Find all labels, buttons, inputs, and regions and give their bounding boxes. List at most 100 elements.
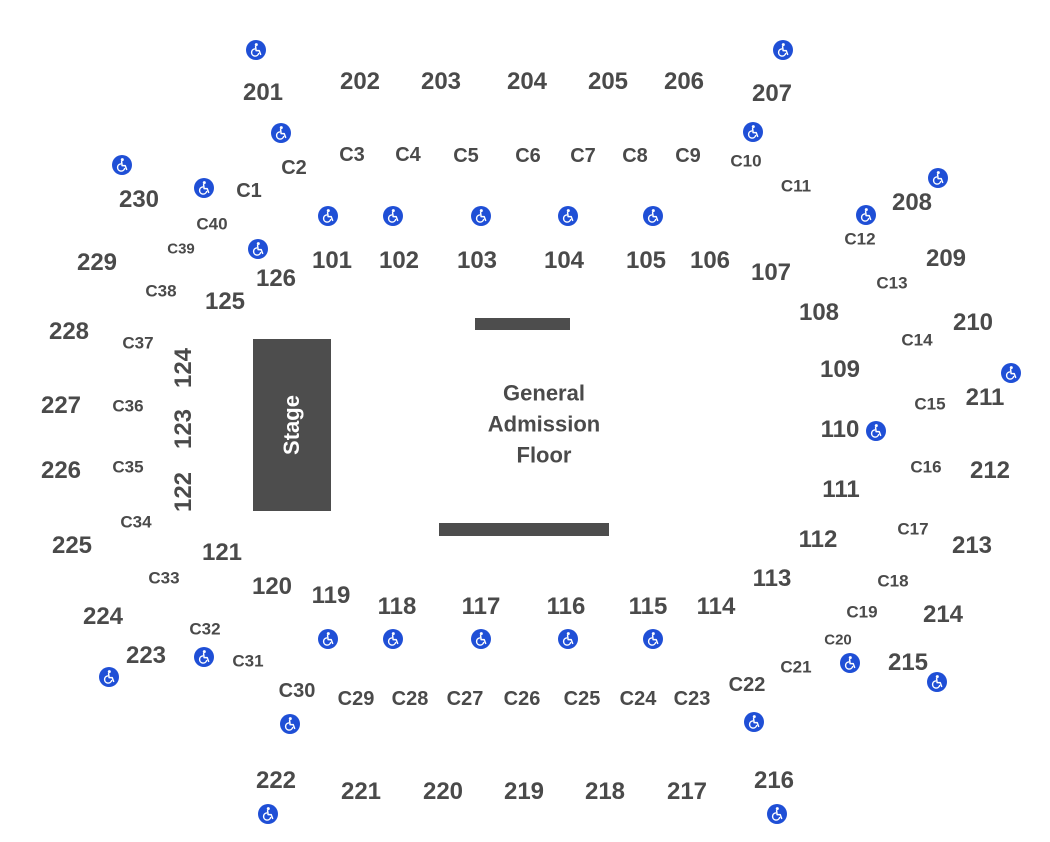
section-205[interactable]: 205 xyxy=(587,68,629,95)
section-115[interactable]: 115 xyxy=(628,593,668,620)
section-207[interactable]: 207 xyxy=(751,80,793,107)
section-c20[interactable]: C20 xyxy=(824,631,852,649)
section-210[interactable]: 210 xyxy=(952,309,994,336)
section-224[interactable]: 224 xyxy=(82,603,124,630)
section-125[interactable]: 125 xyxy=(204,288,246,315)
section-107[interactable]: 107 xyxy=(750,259,792,286)
wheelchair-icon xyxy=(246,40,266,60)
section-101[interactable]: 101 xyxy=(311,247,353,274)
section-c6[interactable]: C6 xyxy=(515,145,541,167)
section-c29[interactable]: C29 xyxy=(337,688,375,710)
section-215[interactable]: 215 xyxy=(887,649,929,676)
section-104[interactable]: 104 xyxy=(543,247,585,274)
section-206[interactable]: 206 xyxy=(663,68,705,95)
section-c11[interactable]: C11 xyxy=(780,176,812,196)
section-106[interactable]: 106 xyxy=(689,247,731,274)
section-112[interactable]: 112 xyxy=(798,526,838,553)
section-c18[interactable]: C18 xyxy=(877,571,909,591)
section-201[interactable]: 201 xyxy=(242,79,284,106)
section-c16[interactable]: C16 xyxy=(910,457,942,477)
section-c2[interactable]: C2 xyxy=(281,157,307,179)
section-c5[interactable]: C5 xyxy=(453,145,479,167)
section-c8[interactable]: C8 xyxy=(622,145,648,167)
section-c35[interactable]: C35 xyxy=(112,457,144,477)
section-c15[interactable]: C15 xyxy=(914,394,946,414)
section-c38[interactable]: C38 xyxy=(145,281,177,301)
section-217[interactable]: 217 xyxy=(666,778,708,805)
section-218[interactable]: 218 xyxy=(584,778,626,805)
section-213[interactable]: 213 xyxy=(951,532,993,559)
section-202[interactable]: 202 xyxy=(339,68,381,95)
section-228[interactable]: 228 xyxy=(48,318,90,345)
floor-label-line3: Floor xyxy=(516,442,572,468)
section-226[interactable]: 226 xyxy=(40,457,82,484)
section-116[interactable]: 116 xyxy=(546,593,586,620)
section-c34[interactable]: C34 xyxy=(120,512,152,532)
section-c28[interactable]: C28 xyxy=(391,688,429,710)
section-225[interactable]: 225 xyxy=(51,532,93,559)
section-c24[interactable]: C24 xyxy=(619,688,657,710)
section-216[interactable]: 216 xyxy=(753,767,795,794)
section-203[interactable]: 203 xyxy=(420,68,462,95)
section-118[interactable]: 118 xyxy=(377,593,417,620)
section-212[interactable]: 212 xyxy=(969,457,1011,484)
section-220[interactable]: 220 xyxy=(422,778,464,805)
section-122[interactable]: 122 xyxy=(170,471,197,513)
section-c23[interactable]: C23 xyxy=(673,688,711,710)
section-c37[interactable]: C37 xyxy=(122,333,154,353)
section-121[interactable]: 121 xyxy=(201,539,243,566)
section-204[interactable]: 204 xyxy=(506,68,548,95)
stage-label: Stage xyxy=(279,395,304,455)
section-227[interactable]: 227 xyxy=(40,392,82,419)
section-223[interactable]: 223 xyxy=(125,642,167,669)
section-c26[interactable]: C26 xyxy=(503,688,541,710)
section-230[interactable]: 230 xyxy=(118,186,160,213)
section-109[interactable]: 109 xyxy=(819,356,861,383)
section-208[interactable]: 208 xyxy=(891,189,933,216)
section-214[interactable]: 214 xyxy=(922,601,964,628)
section-126[interactable]: 126 xyxy=(255,265,297,292)
section-c7[interactable]: C7 xyxy=(570,145,596,167)
section-c1[interactable]: C1 xyxy=(236,180,262,202)
section-114[interactable]: 114 xyxy=(696,593,736,620)
section-119[interactable]: 119 xyxy=(311,582,351,609)
section-c33[interactable]: C33 xyxy=(148,568,180,588)
section-c40[interactable]: C40 xyxy=(196,214,228,234)
section-c9[interactable]: C9 xyxy=(675,145,701,167)
section-c19[interactable]: C19 xyxy=(846,602,878,622)
section-c17[interactable]: C17 xyxy=(897,519,929,539)
section-c10[interactable]: C10 xyxy=(730,151,762,171)
section-c30[interactable]: C30 xyxy=(278,680,316,702)
section-c25[interactable]: C25 xyxy=(563,688,601,710)
section-211[interactable]: 211 xyxy=(965,384,1005,411)
section-c39[interactable]: C39 xyxy=(167,240,195,258)
section-110[interactable]: 110 xyxy=(820,416,860,443)
section-c12[interactable]: C12 xyxy=(844,229,876,249)
section-108[interactable]: 108 xyxy=(798,299,840,326)
section-c36[interactable]: C36 xyxy=(112,396,144,416)
section-c27[interactable]: C27 xyxy=(446,688,484,710)
section-111[interactable]: 111 xyxy=(822,476,860,503)
section-102[interactable]: 102 xyxy=(378,247,420,274)
section-c32[interactable]: C32 xyxy=(189,619,221,639)
section-113[interactable]: 113 xyxy=(752,565,792,592)
section-c13[interactable]: C13 xyxy=(876,273,908,293)
section-221[interactable]: 221 xyxy=(340,778,382,805)
general-admission-floor[interactable]: General Admission Floor xyxy=(488,378,600,471)
section-229[interactable]: 229 xyxy=(76,249,118,276)
section-c22[interactable]: C22 xyxy=(728,674,766,696)
section-123[interactable]: 123 xyxy=(170,408,197,450)
section-117[interactable]: 117 xyxy=(461,593,501,620)
section-219[interactable]: 219 xyxy=(503,778,545,805)
section-c4[interactable]: C4 xyxy=(395,144,421,166)
section-c31[interactable]: C31 xyxy=(232,651,264,671)
section-222[interactable]: 222 xyxy=(255,767,297,794)
section-103[interactable]: 103 xyxy=(456,247,498,274)
section-209[interactable]: 209 xyxy=(925,245,967,272)
section-c14[interactable]: C14 xyxy=(901,330,933,350)
section-105[interactable]: 105 xyxy=(625,247,667,274)
section-124[interactable]: 124 xyxy=(170,347,197,389)
section-c3[interactable]: C3 xyxy=(339,144,365,166)
section-120[interactable]: 120 xyxy=(251,573,293,600)
section-c21[interactable]: C21 xyxy=(780,657,812,677)
